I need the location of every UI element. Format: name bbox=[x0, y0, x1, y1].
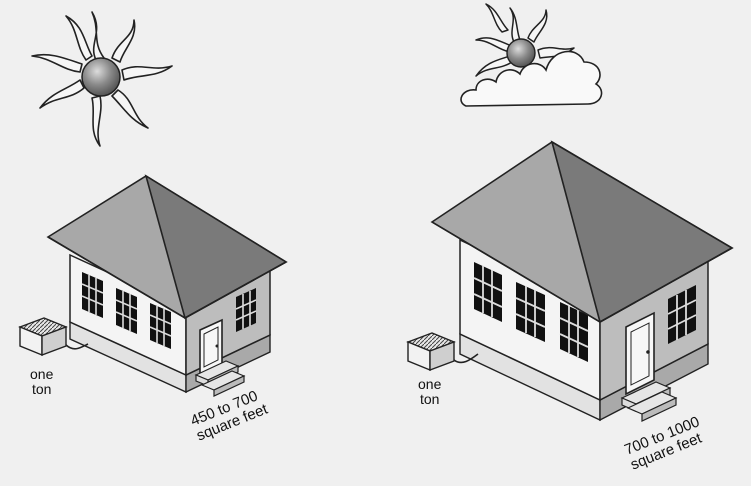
right-unit-label-line2: ton bbox=[420, 391, 439, 407]
door bbox=[199, 318, 223, 376]
door bbox=[625, 311, 655, 396]
window bbox=[235, 288, 257, 332]
right-unit-label-line1: one bbox=[418, 376, 442, 392]
air-conditioner-icon bbox=[18, 317, 89, 357]
left-unit-label-line1: one bbox=[30, 366, 54, 382]
window bbox=[81, 272, 104, 318]
small-house-icon bbox=[46, 174, 288, 397]
window bbox=[559, 302, 589, 362]
left-unit-label-line2: ton bbox=[32, 381, 51, 397]
steps bbox=[620, 381, 678, 422]
window bbox=[115, 288, 138, 334]
window bbox=[515, 282, 546, 342]
window bbox=[149, 303, 172, 349]
air-conditioner-icon bbox=[406, 332, 479, 372]
steps bbox=[194, 360, 246, 397]
large-house-icon bbox=[430, 140, 734, 422]
sun-icon bbox=[31, 11, 173, 147]
window bbox=[667, 285, 697, 344]
window bbox=[473, 262, 503, 322]
sun-behind-cloud-icon bbox=[460, 3, 603, 107]
